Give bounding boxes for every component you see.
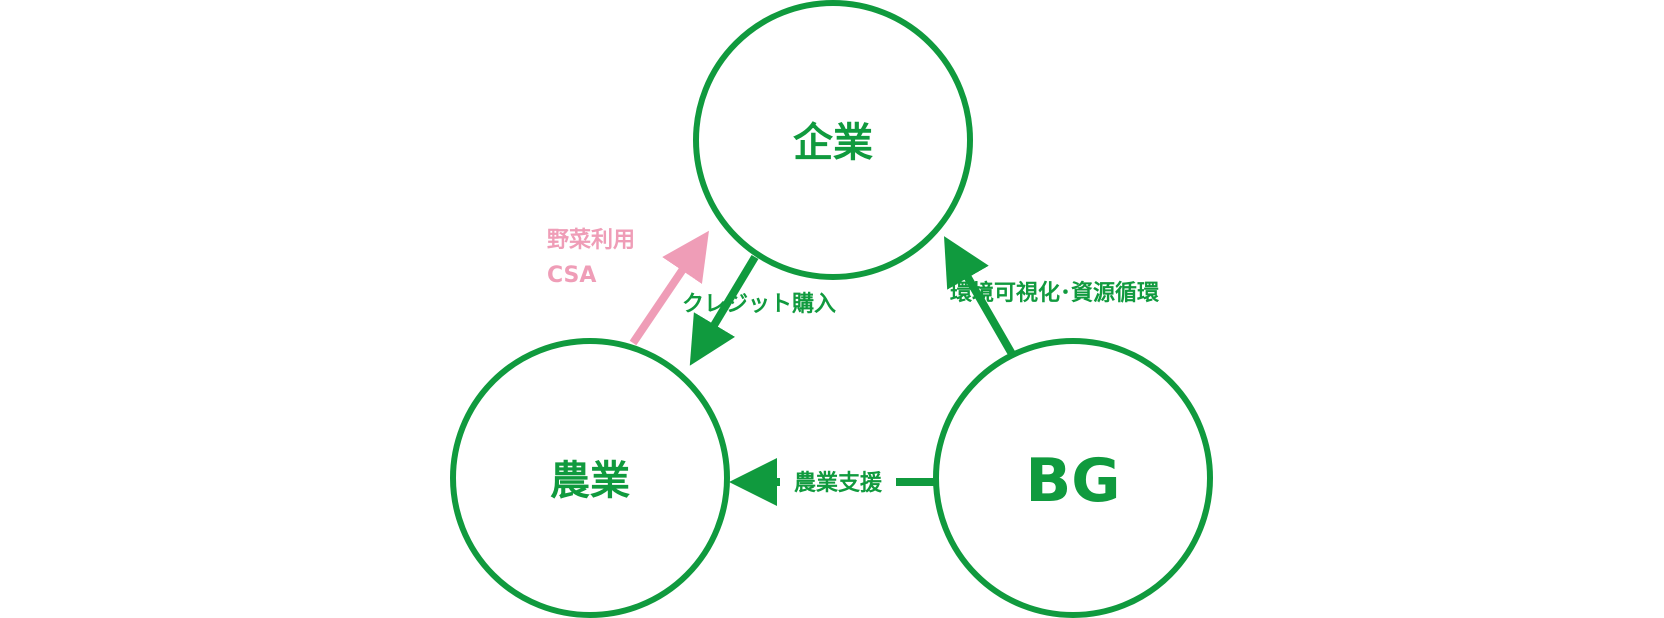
- edge-label-vegetable-line2: CSA: [547, 263, 596, 288]
- arrow-credit: [689, 254, 759, 366]
- node-bg-label: BG: [1026, 446, 1121, 516]
- edge-label-support: 農業支援: [794, 471, 883, 496]
- node-nogyo-label: 農業: [550, 458, 630, 504]
- node-kigyo-label: 企業: [793, 120, 873, 166]
- edge-label-env: 環境可視化･資源循環: [950, 280, 1160, 306]
- arrow-env: [944, 236, 1016, 356]
- node-kigyo-circle: [693, 0, 973, 280]
- edge-label-vegetable-line1: 野菜利用: [547, 228, 635, 253]
- arrow-vegetable: [629, 230, 709, 346]
- edge-label-credit: クレジット購入: [682, 292, 836, 317]
- node-nogyo-circle: [450, 338, 730, 618]
